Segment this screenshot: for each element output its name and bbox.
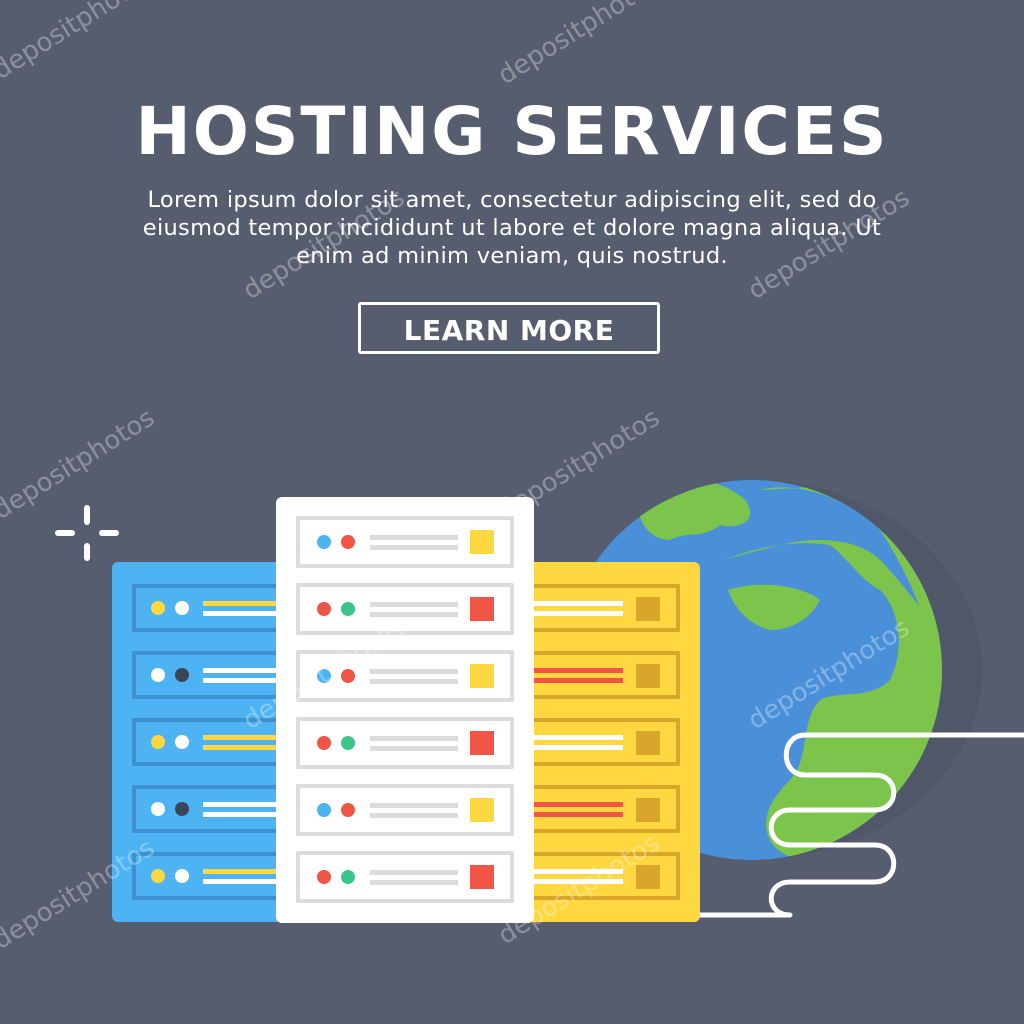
blue-server-unit bbox=[132, 718, 293, 766]
yellow-server-unit bbox=[528, 651, 680, 699]
server-rack-icon bbox=[520, 562, 700, 922]
white-server-unit bbox=[296, 583, 514, 635]
watermark-text: depositphotos bbox=[238, 183, 410, 306]
white-server-unit bbox=[296, 851, 514, 903]
white-server-unit bbox=[296, 516, 514, 568]
blue-server-unit bbox=[132, 651, 293, 699]
white-server-unit bbox=[296, 784, 514, 836]
watermark-text: depositphotos bbox=[0, 403, 160, 526]
server-rack-icon bbox=[112, 562, 302, 922]
blue-server-unit bbox=[132, 584, 293, 632]
watermark-text: depositphotos bbox=[743, 183, 915, 306]
yellow-server-unit bbox=[528, 785, 680, 833]
learn-more-button[interactable]: LEARN MORE bbox=[358, 302, 660, 354]
blue-server-unit bbox=[132, 785, 293, 833]
watermark-text: depositphotos bbox=[0, 0, 160, 86]
yellow-server-unit bbox=[528, 718, 680, 766]
server-rack-icon bbox=[276, 497, 534, 923]
yellow-server-unit bbox=[528, 584, 680, 632]
page-title: HOSTING SERVICES bbox=[135, 93, 889, 170]
white-server-unit bbox=[296, 717, 514, 769]
watermark-text: depositphotos bbox=[493, 403, 665, 526]
yellow-server-unit bbox=[528, 852, 680, 900]
blue-server-unit bbox=[132, 852, 293, 900]
watermark-text: depositphotos bbox=[493, 0, 665, 91]
sparkle-icon bbox=[55, 505, 119, 561]
hero-subtitle: Lorem ipsum dolor sit amet, consectetur … bbox=[142, 187, 882, 269]
cable-icon bbox=[687, 732, 1024, 918]
white-server-unit bbox=[296, 650, 514, 702]
